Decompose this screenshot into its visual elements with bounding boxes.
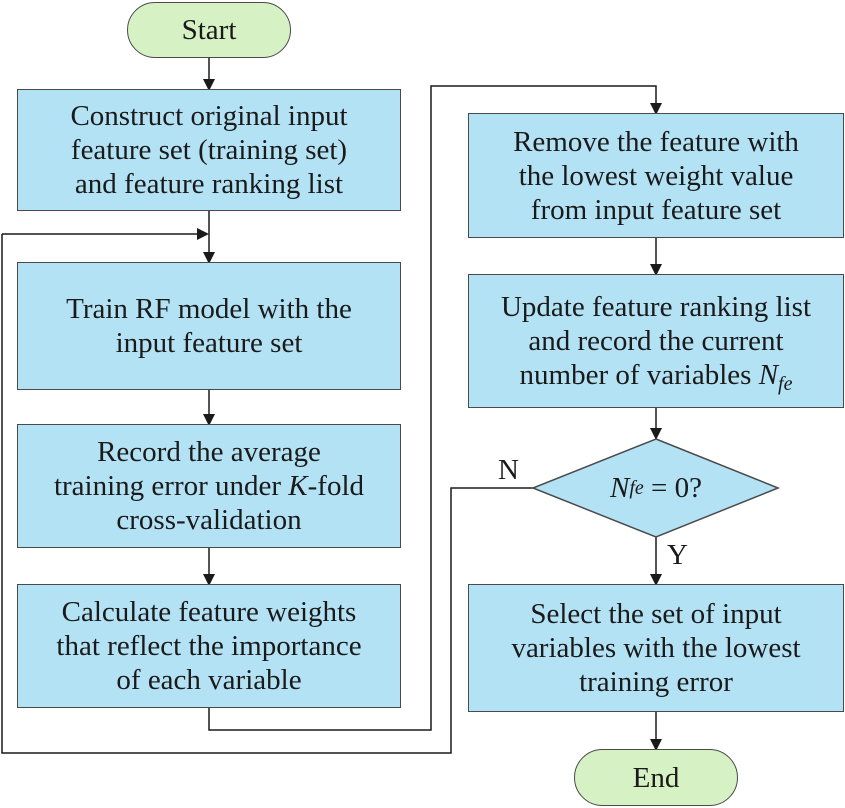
update-line-3: number of variables Nfe — [519, 358, 793, 395]
calculate-feature-weights-box: Calculate feature weights that reflect t… — [17, 584, 401, 708]
remove-line-3: from input feature set — [530, 193, 782, 226]
decision-n-variable: N — [609, 472, 630, 504]
record-line-1: Record the average — [97, 436, 321, 468]
train-line-1: Train RF model with the — [66, 293, 352, 325]
select-input-variables-box: Select the set of input variables with t… — [468, 584, 844, 712]
start-label: Start — [181, 14, 237, 46]
end-label: End — [632, 761, 680, 794]
yes-branch-label: Y — [667, 539, 688, 571]
start-terminal: Start — [127, 2, 291, 58]
update-ranking-list-box: Update feature ranking list and record t… — [468, 274, 844, 408]
calculate-line-3: of each variable — [116, 664, 302, 696]
update-line-1: Update feature ranking list — [500, 291, 812, 323]
calculate-line-1: Calculate feature weights — [61, 596, 357, 628]
select-line-2: variables with the lowest — [511, 632, 801, 664]
select-line-3: training error — [579, 666, 733, 698]
no-branch-label: N — [498, 454, 519, 486]
update-line-3-pre: number of variables — [519, 359, 759, 391]
record-training-error-box: Record the average training error under … — [17, 424, 401, 548]
remove-line-2: the lowest weight value — [518, 159, 794, 192]
record-line-3: cross-validation — [116, 504, 302, 536]
construct-line-2: feature set (training set) — [70, 134, 348, 166]
end-terminal: End — [574, 749, 738, 806]
update-n-subscript: fe — [778, 373, 793, 395]
construct-line-3: and feature ranking list — [74, 168, 344, 200]
train-line-2: input feature set — [115, 327, 303, 359]
construct-input-feature-set-box: Construct original input feature set (tr… — [17, 89, 401, 211]
arrow-loop-into-train — [1, 234, 533, 754]
calculate-line-2: that reflect the importance — [56, 630, 362, 662]
record-k-variable: K — [288, 470, 308, 502]
decision-diamond — [530, 438, 781, 538]
record-line-2-pre: training error under — [53, 470, 289, 502]
construct-line-1: Construct original input — [70, 100, 348, 132]
arrow-calculate-to-remove — [208, 85, 662, 731]
select-line-1: Select the set of input — [530, 598, 782, 630]
update-line-2: and record the current — [528, 325, 784, 357]
update-n-variable: N — [758, 359, 779, 391]
remove-lowest-weight-box: Remove the feature with the lowest weigh… — [468, 113, 844, 238]
decision-condition: = 0? — [643, 472, 702, 504]
remove-line-1: Remove the feature with — [513, 125, 799, 158]
record-line-2: training error under K-fold — [54, 469, 364, 503]
record-line-2-post: -fold — [307, 470, 365, 502]
train-rf-model-box: Train RF model with the input feature se… — [17, 262, 401, 390]
